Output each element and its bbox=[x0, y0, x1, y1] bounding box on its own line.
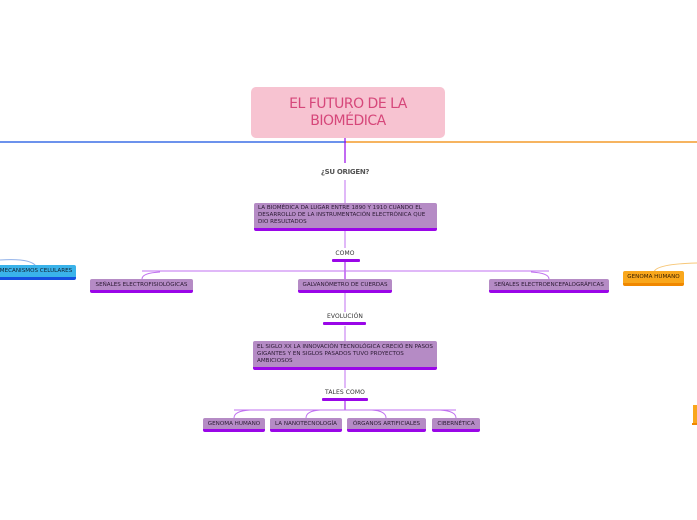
topic-genoma-humano[interactable]: GENOMA HUMANO bbox=[203, 418, 265, 432]
connector-tales-underline bbox=[322, 398, 368, 401]
topic-organos-artificiales[interactable]: ÓRGANOS ARTIFICIALES bbox=[347, 418, 426, 432]
tales-curve-1 bbox=[233, 409, 251, 419]
central-topic[interactable]: EL FUTURO DE LA BIOMÉDICA bbox=[251, 87, 445, 138]
topic-nanotecnologia[interactable]: LA NANOTECNOLOGÍA bbox=[270, 418, 342, 432]
topic-mecanismos-celulares[interactable]: MECANISMOS CELULARES bbox=[0, 265, 76, 280]
topic-senales-electroencefalograficas[interactable]: SEÑALES ELECTROENCEFALOGRÁFICAS bbox=[489, 279, 609, 293]
connector-como[interactable]: COMO bbox=[335, 250, 355, 257]
tales-curve-3 bbox=[371, 409, 387, 419]
como-right-curve bbox=[530, 271, 550, 280]
topic-galvanometro[interactable]: GALVANÓMETRO DE CUERDAS bbox=[298, 279, 392, 293]
connector-evolucion-underline bbox=[323, 322, 366, 325]
topic-cibernetica[interactable]: CIBERNÉTICA bbox=[432, 418, 480, 432]
topic-senales-electrofisiologicas[interactable]: SEÑALES ELECTROFISIOLÓGICAS bbox=[90, 279, 193, 293]
main-topic-origin[interactable]: LA BIOMÉDICA DA LUGAR ENTRE 1890 Y 1910 … bbox=[254, 203, 437, 231]
connector-como-underline bbox=[332, 259, 360, 262]
tales-curve-2 bbox=[305, 409, 321, 419]
central-topic-line2: BIOMÉDICA bbox=[310, 112, 386, 129]
tales-curve-4 bbox=[439, 409, 457, 419]
left-child-curve bbox=[0, 259, 37, 267]
como-left-curve bbox=[141, 271, 161, 280]
connector-evolucion[interactable]: EVOLUCIÓN bbox=[326, 313, 364, 320]
connector-tales-como[interactable]: TALES COMO bbox=[325, 389, 365, 396]
right-child-curve bbox=[653, 262, 697, 273]
central-topic-line1: EL FUTURO DE LA bbox=[289, 95, 407, 112]
topic-genoma-humano-right[interactable]: GENOMA HUMANO bbox=[623, 271, 684, 286]
offscreen-orange-node bbox=[693, 405, 697, 423]
origin-label[interactable]: ¿SU ORIGEN? bbox=[320, 168, 370, 176]
main-topic-evolution[interactable]: EL SIGLO XX LA INNOVACIÓN TECNOLÓGICA CR… bbox=[253, 341, 437, 370]
